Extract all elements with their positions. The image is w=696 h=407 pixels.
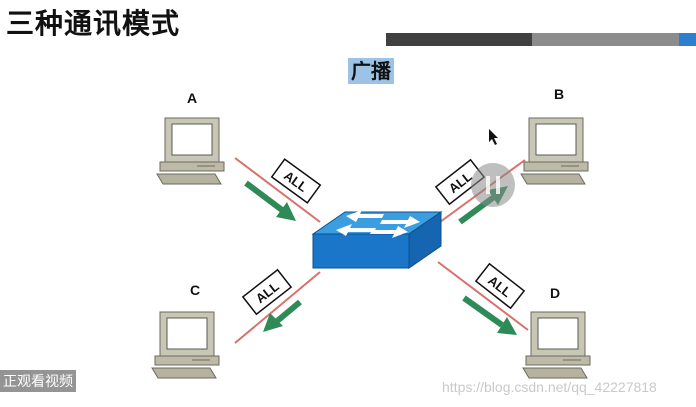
computer-c	[152, 312, 219, 378]
host-label-c: C	[190, 282, 200, 298]
frame-tag-d: ALL	[476, 264, 524, 308]
host-label-a: A	[187, 90, 197, 106]
host-label-d: D	[550, 285, 560, 301]
pause-overlay-icon	[471, 163, 515, 207]
video-watermark: 正观看视频	[0, 370, 76, 392]
computer-b	[521, 118, 588, 184]
frame-tag-a: ALL	[272, 159, 321, 203]
mouse-cursor-icon	[489, 129, 498, 145]
computer-d	[523, 312, 590, 378]
computer-a	[157, 118, 224, 184]
frame-tag-c: ALL	[243, 270, 291, 314]
host-label-b: B	[554, 86, 564, 102]
arrow-switch-to-c	[263, 302, 300, 332]
network-switch	[313, 210, 441, 268]
blog-watermark: https://blog.csdn.net/qq_42227818	[442, 379, 657, 395]
